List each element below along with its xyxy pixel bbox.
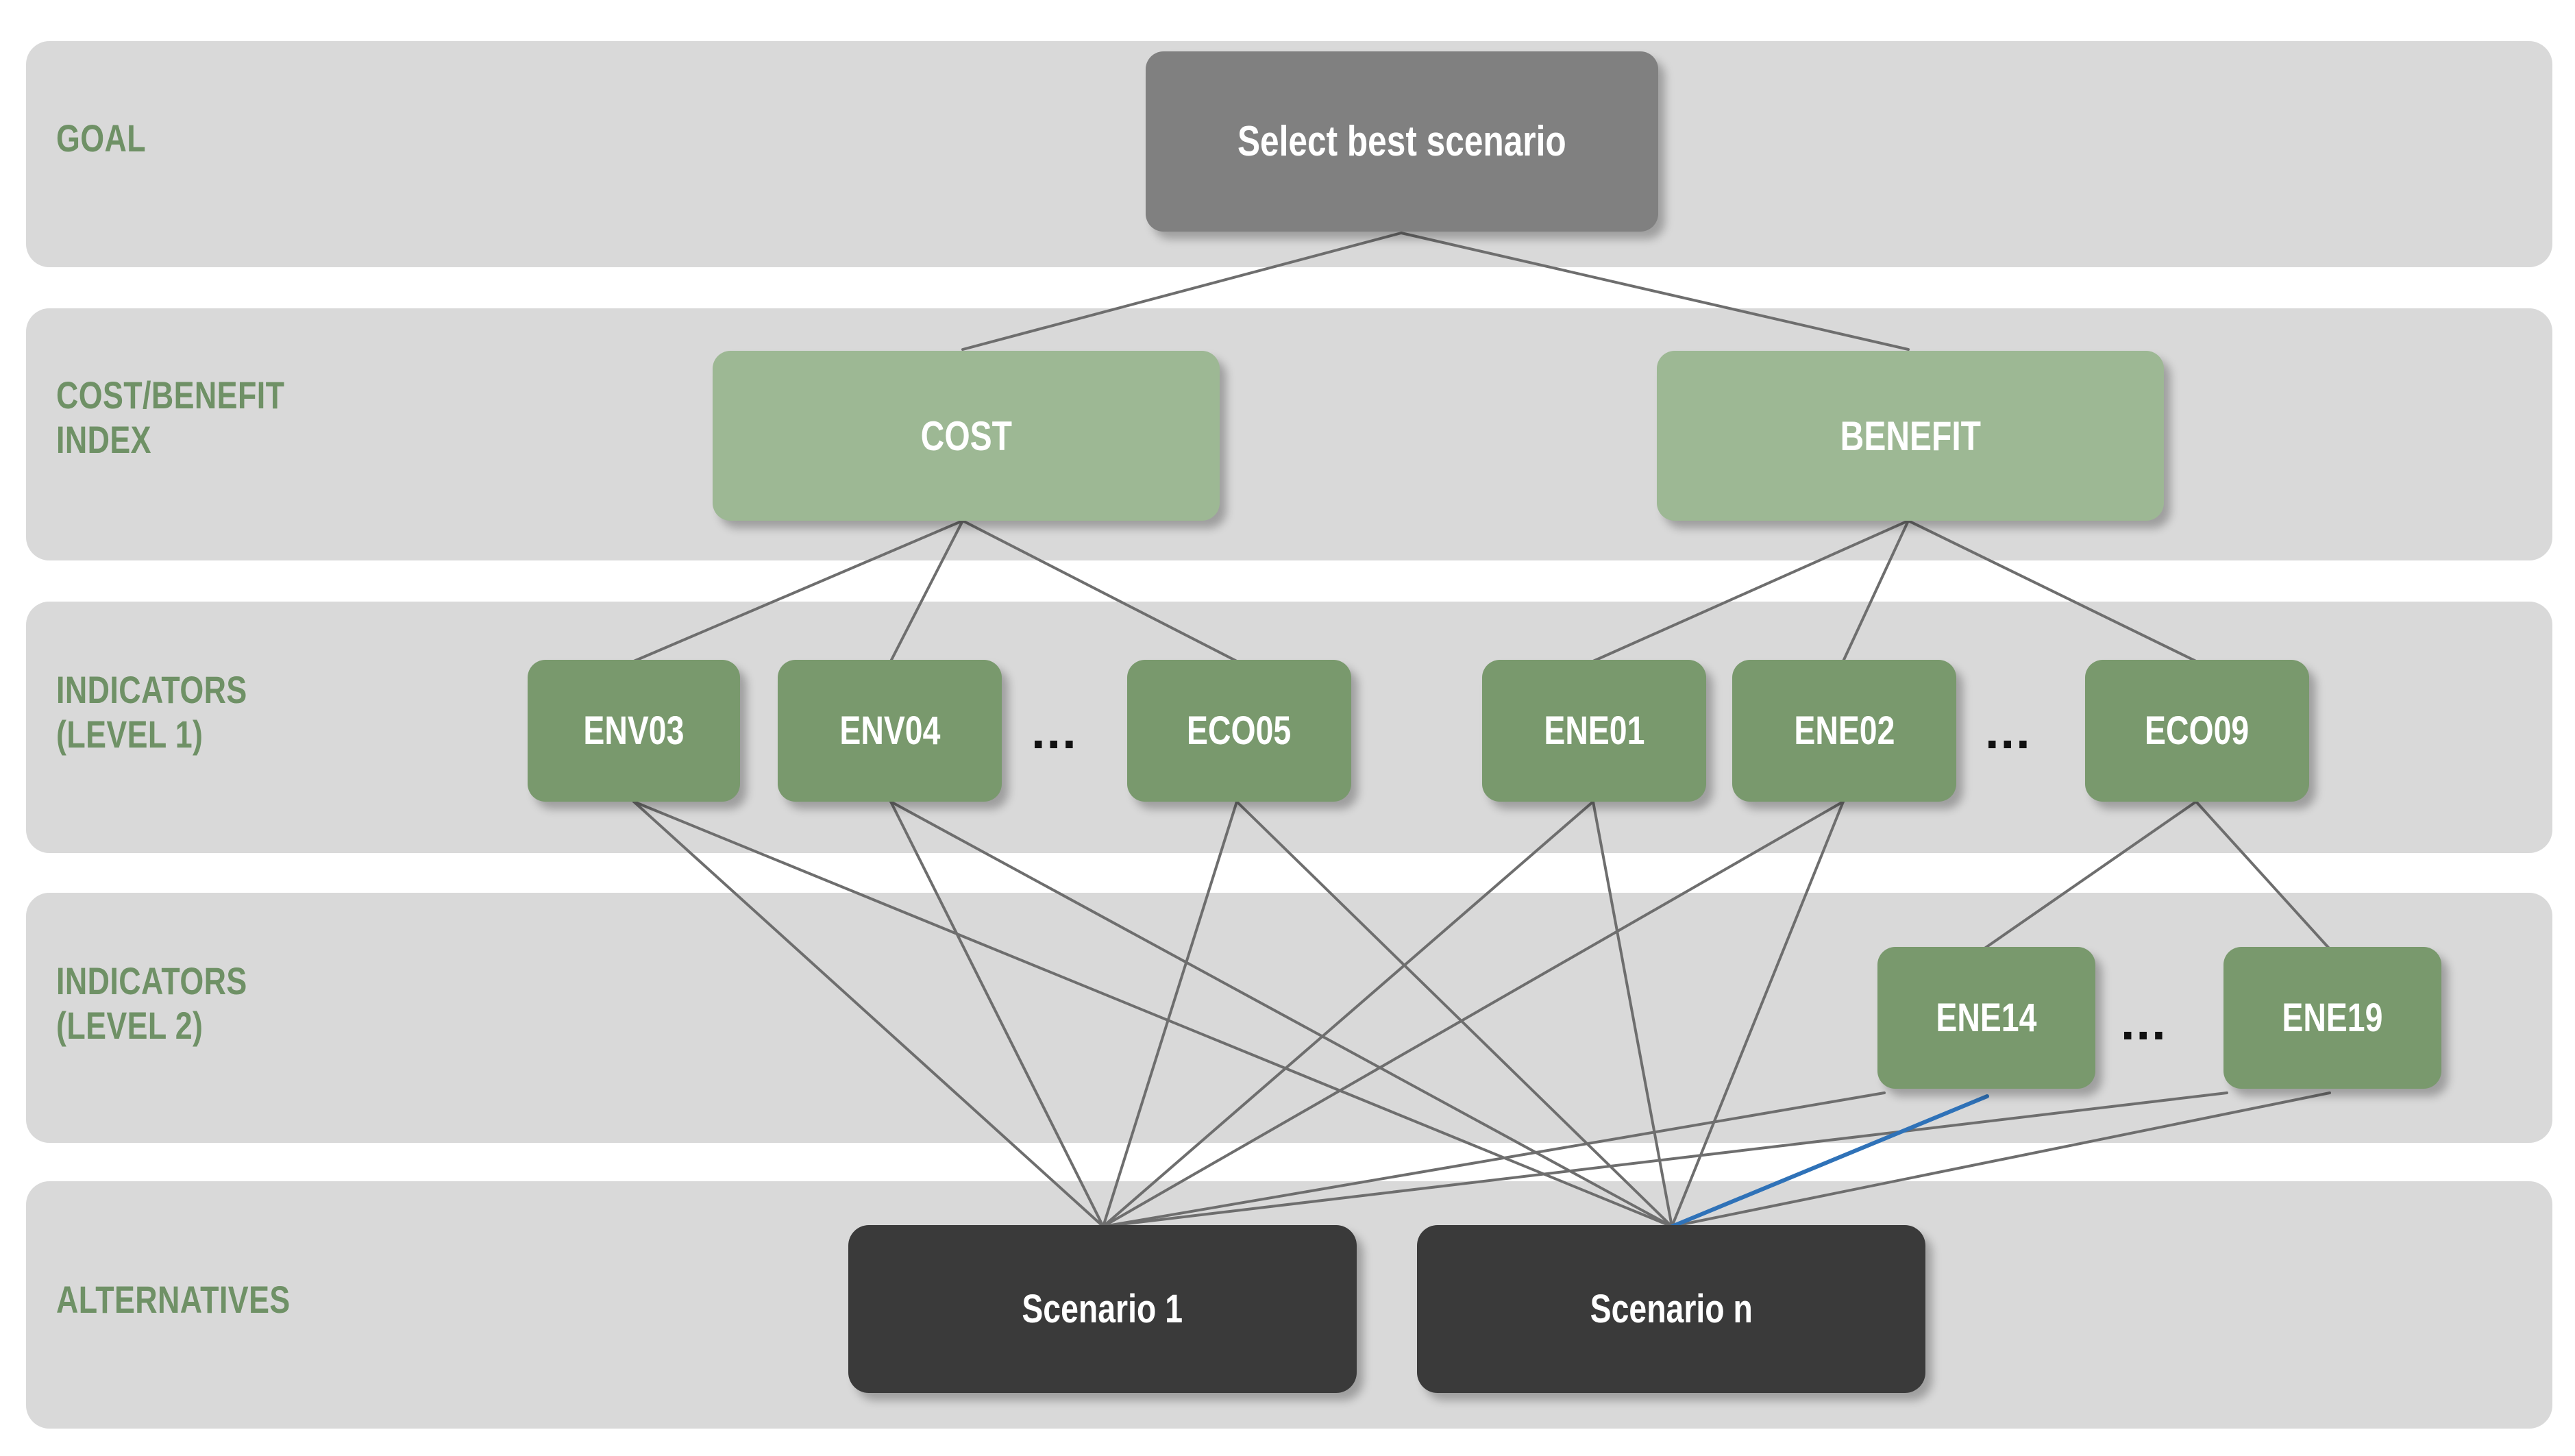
node-env04[interactable]: ENV04	[778, 660, 1002, 802]
row-label-level2: INDICATORS (LEVEL 2)	[56, 959, 247, 1047]
node-ene14-label: ENE14	[1936, 996, 2037, 1040]
node-env03[interactable]: ENV03	[528, 660, 740, 802]
node-goal[interactable]: Select best scenario	[1146, 51, 1658, 232]
node-eco05[interactable]: ECO05	[1127, 660, 1351, 802]
row-band-level2	[26, 893, 2552, 1143]
node-ene02-label: ENE02	[1793, 708, 1895, 753]
node-eco05-label: ECO05	[1187, 708, 1292, 753]
row-label-alternatives: ALTERNATIVES	[56, 1278, 291, 1321]
node-eco09[interactable]: ECO09	[2085, 660, 2309, 802]
node-ene19-label: ENE19	[2282, 996, 2383, 1040]
node-ene02[interactable]: ENE02	[1732, 660, 1956, 802]
node-ene01-label: ENE01	[1543, 708, 1645, 753]
node-scenario-n[interactable]: Scenario n	[1417, 1225, 1925, 1393]
node-benefit-label: BENEFIT	[1840, 412, 1981, 459]
ellipsis-level2: ...	[2121, 994, 2167, 1050]
row-label-cost-benefit: COST/BENEFIT INDEX	[56, 373, 285, 461]
node-scenario-n-label: Scenario n	[1590, 1287, 1753, 1331]
node-ene19[interactable]: ENE19	[2223, 947, 2441, 1089]
node-ene01[interactable]: ENE01	[1482, 660, 1706, 802]
row-band-cost-benefit	[26, 308, 2552, 560]
node-cost-label: COST	[920, 412, 1012, 459]
row-label-level1: INDICATORS (LEVEL 1)	[56, 668, 247, 756]
ellipsis-benefit-level1: ...	[1985, 702, 2032, 759]
node-scenario-1[interactable]: Scenario 1	[848, 1225, 1357, 1393]
row-label-goal: GOAL	[56, 116, 147, 160]
node-eco09-label: ECO09	[2145, 708, 2250, 753]
node-cost[interactable]: COST	[713, 351, 1220, 521]
node-env03-label: ENV03	[583, 708, 685, 753]
node-env04-label: ENV04	[839, 708, 941, 753]
node-benefit[interactable]: BENEFIT	[1657, 351, 2164, 521]
node-goal-label: Select best scenario	[1237, 118, 1566, 165]
ellipsis-cost-level1: ...	[1031, 702, 1078, 759]
node-ene14[interactable]: ENE14	[1877, 947, 2095, 1089]
node-scenario-1-label: Scenario 1	[1022, 1287, 1183, 1331]
